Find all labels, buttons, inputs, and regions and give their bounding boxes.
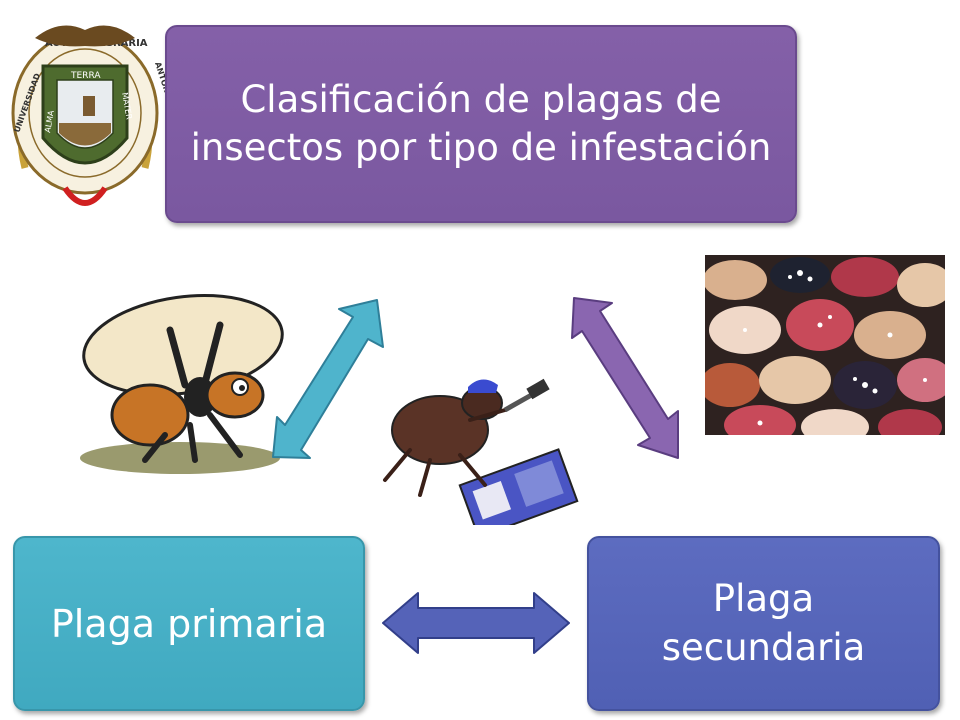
beetle-with-hammer-icon — [383, 378, 579, 539]
title-box: Clasificación de plagas de insectos por … — [165, 25, 797, 223]
university-crest-logo: AUTONOMA AGRARIA UNIVERSIDAD ANTONIO NAR… — [5, 18, 185, 228]
double-arrow-top-left — [272, 299, 384, 459]
title-text: Clasificación de plagas de insectos por … — [190, 77, 772, 169]
beans-photo — [705, 255, 945, 435]
primary-pest-box: Plaga primaria — [13, 536, 365, 711]
secondary-pest-text: Plaga secundaria — [661, 577, 866, 669]
logo-text-agraria: AGRARIA — [97, 38, 148, 49]
secondary-pest-box: Plaga secundaria — [587, 536, 940, 711]
ant-illustration — [75, 275, 290, 480]
logo-text-terra: TERRA — [70, 71, 101, 81]
primary-pest-text: Plaga primaria — [50, 601, 328, 646]
double-arrow-top-right — [571, 297, 679, 459]
logo-text-alma: ALMA — [43, 109, 56, 133]
beetle-illustration — [370, 355, 585, 539]
ant-carrying-grain-icon — [80, 293, 284, 474]
damaged-beans-photo-icon — [705, 255, 945, 435]
university-crest-icon: AUTONOMA AGRARIA UNIVERSIDAD ANTONIO NAR… — [11, 25, 185, 206]
double-arrow-bottom — [382, 592, 570, 654]
